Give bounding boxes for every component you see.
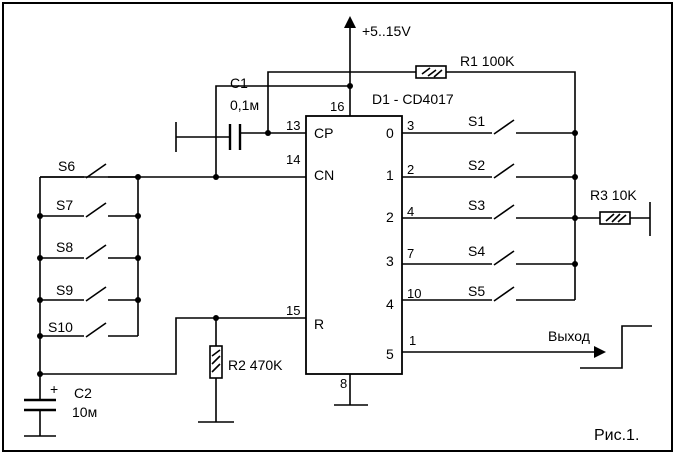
r1-feedback-wire [267,65,576,300]
power-label: +5..15V [362,23,411,39]
cn-wire [40,85,350,180]
pin-r-number: 15 [286,303,300,318]
power-rail [344,16,356,116]
switch-s6-label: S6 [58,158,75,174]
right-switch-bank [402,119,578,302]
switch-s7-label: S7 [56,197,73,213]
switch-s10-label: S10 [48,319,73,335]
switch-s9-label: S9 [56,282,73,298]
pin-o2-number: 4 [407,204,414,219]
pin-q2-label: 2 [386,209,394,225]
figure-caption: Рис.1. [594,427,639,444]
pin-o4-number: 10 [407,286,421,301]
r2-label: R2 470K [228,357,283,373]
pin-r-label: R [314,316,324,332]
switch-s4-label: S4 [468,243,485,259]
pin-q4-label: 4 [386,296,394,312]
pin-o1-number: 2 [407,162,414,177]
switch-s2-label: S2 [468,157,485,173]
pin-q3-label: 3 [386,253,394,269]
figure-frame [2,2,673,452]
r3-label: R3 10K [590,187,637,203]
c2-value: 10м [72,404,97,420]
pin-vdd-number: 16 [330,99,344,114]
switch-s5-label: S5 [468,283,485,299]
chip-label: D1 - CD4017 [372,91,454,107]
power-arrow-icon [344,16,356,28]
pin-cn-number: 14 [286,152,300,167]
r1-resistor [415,65,447,79]
pin-q1-label: 1 [386,167,394,183]
pin-o5-number: 1 [409,333,416,348]
c1-value: 0,1м [230,97,259,113]
pin-cn-label: CN [314,167,334,183]
r3-network [575,202,651,236]
pin-q5-label: 5 [386,346,394,362]
output-arrow-icon [594,346,606,358]
c1-capacitor [175,122,306,152]
switch-s3-label: S3 [468,197,485,213]
left-switch-bank [37,163,141,374]
pin-cp-label: CP [314,125,333,141]
reset-network [24,315,306,437]
chip-body [305,115,403,375]
output-wire [402,325,652,369]
switch-s8-label: S8 [56,239,73,255]
r1-label: R1 100K [460,53,515,69]
pin-o0-number: 3 [407,118,414,133]
output-label: Выход [548,328,590,344]
switch-s1-label: S1 [468,113,485,129]
pin-gnd-number: 8 [340,376,347,391]
c2-polarity-mark: + [50,381,58,397]
c2-name: C2 [74,385,92,401]
pin-o3-number: 7 [407,246,414,261]
output-pulse-icon [580,325,652,369]
pin-cp-number: 13 [286,118,300,133]
pin-q0-label: 0 [386,125,394,141]
c1-name: C1 [230,75,248,91]
chip-ground [334,374,368,406]
